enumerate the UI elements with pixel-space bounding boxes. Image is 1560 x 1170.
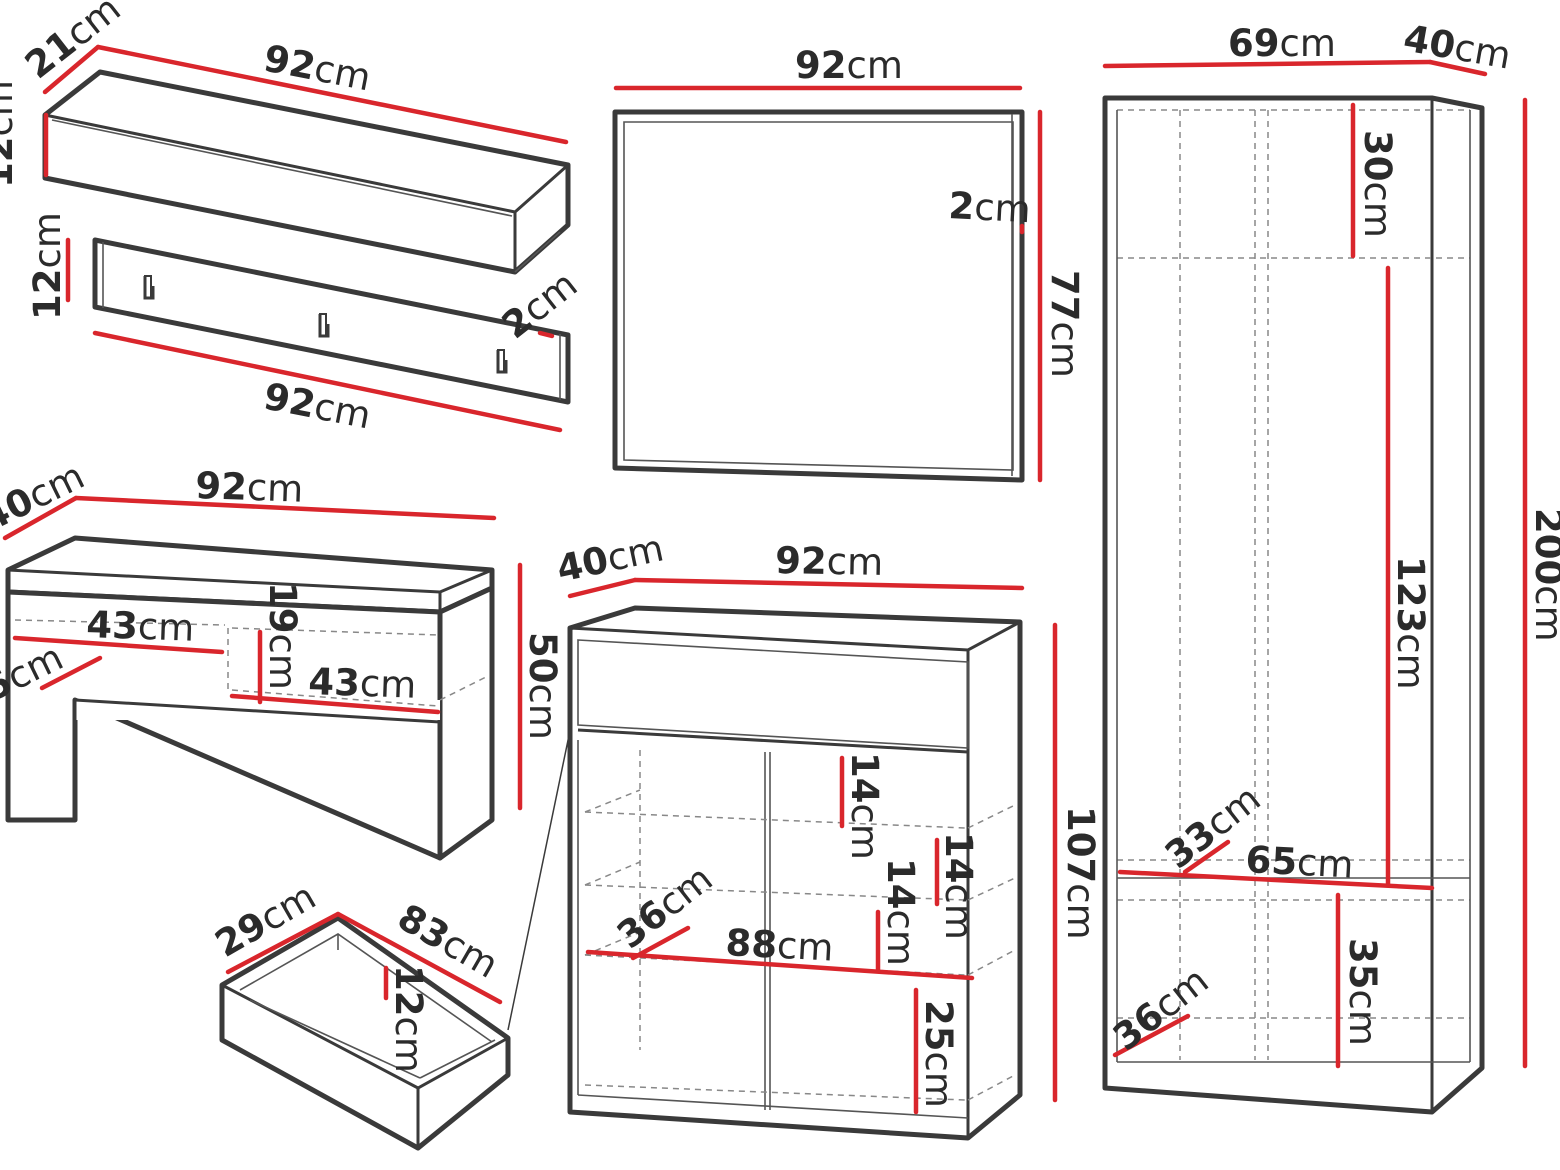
mirror-height-label: 77cm: [1043, 270, 1086, 378]
hook-board-dimension-lines: [65, 237, 563, 433]
hook-board-width-label: 92cm: [260, 375, 374, 438]
drawer-callout-line: [507, 691, 579, 1031]
console-drawer-width-left-label: 43cm: [86, 603, 195, 650]
cabinet-dimension-lines: [567, 577, 1058, 1115]
drawer-height-label: 12cm: [387, 965, 430, 1073]
hook-board-height-label: 12cm: [26, 212, 69, 320]
cabinet-shelf-gap-2-label: 14cm: [937, 832, 980, 940]
cabinet-height-label: 107cm: [1059, 806, 1102, 940]
mirror-thickness-label: 2cm: [948, 184, 1032, 231]
cabinet-shelf-gap-3-label: 14cm: [879, 858, 922, 966]
cabinet-depth-label: 40cm: [553, 526, 667, 590]
mirror: [612, 109, 1025, 483]
wardrobe-bottom-compartment-label: 35cm: [1341, 938, 1384, 1046]
wardrobe-hanging-space-label: 123cm: [1389, 556, 1432, 690]
mirror-dimension-lines: [613, 85, 1043, 483]
wardrobe-top-compartment-label: 30cm: [1356, 130, 1399, 238]
cabinet-inner-width-label: 88cm: [725, 921, 835, 970]
console-table: [5, 535, 495, 861]
cabinet-width-label: 92cm: [775, 539, 884, 584]
console-dimension-lines: [2, 495, 523, 811]
shelf-dimension-lines: [42, 44, 569, 178]
shelf-height-label: 12cm: [0, 80, 21, 188]
console-height-label: 50cm: [521, 632, 564, 740]
drawer: [219, 915, 511, 1151]
cabinet: [567, 605, 1023, 1141]
wall-shelf: [42, 69, 571, 275]
wardrobe-depth-label: 40cm: [1400, 17, 1514, 78]
console-width-label: 92cm: [195, 464, 304, 511]
shelf-width-label: 92cm: [260, 37, 374, 100]
cabinet-shelf-gap-1-label: 14cm: [843, 752, 886, 860]
console-drawer-height-label: 19cm: [261, 582, 304, 690]
cabinet-bottom-gap-label: 25cm: [917, 1000, 960, 1108]
console-drawer-width-right-label: 43cm: [308, 660, 417, 707]
wardrobe-dimension-lines: [1102, 59, 1528, 1069]
hook-board: [92, 237, 571, 405]
mirror-width-label: 92cm: [795, 44, 903, 87]
wardrobe-inner-width-label: 65cm: [1245, 838, 1355, 887]
console-depth-label: 40cm: [0, 454, 91, 540]
drawer-dimension-lines: [225, 911, 503, 1005]
wardrobe-height-label: 200cm: [1527, 508, 1560, 642]
wardrobe-width-label: 69cm: [1228, 22, 1336, 65]
coat-hook-icon: [143, 275, 508, 374]
